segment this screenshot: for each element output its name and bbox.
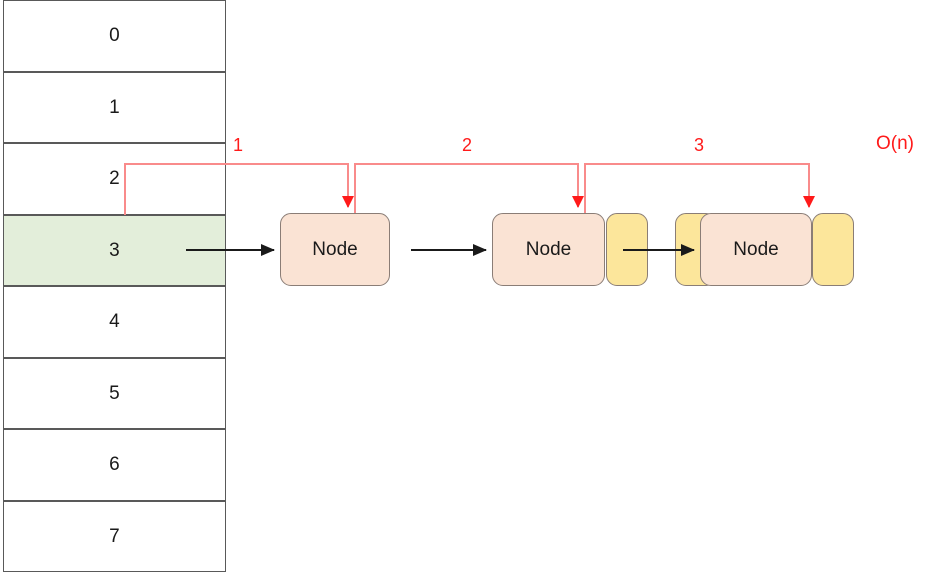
node-box-1[interactable]: Node <box>280 213 390 286</box>
bucket-index-label: 3 <box>109 241 120 260</box>
red-path-step-2 <box>355 164 578 213</box>
step-label-2: 2 <box>462 136 472 154</box>
list-node-group-3: Node <box>700 213 850 286</box>
bucket-index-label: 2 <box>109 169 120 188</box>
array-bucket-table: 0 1 2 3 4 5 6 7 <box>3 0 226 571</box>
bucket-index-label: 4 <box>109 312 120 331</box>
node-pointer-box-3[interactable] <box>812 213 854 286</box>
list-node-group-2: Node <box>492 213 645 286</box>
node-label: Node <box>526 240 571 259</box>
bucket-index-label: 1 <box>109 98 120 117</box>
bucket-index-label: 6 <box>109 455 120 474</box>
bucket-row-4[interactable]: 4 <box>3 286 226 358</box>
bucket-row-6[interactable]: 6 <box>3 429 226 501</box>
step-label-3: 3 <box>694 136 704 154</box>
bucket-row-0[interactable]: 0 <box>3 0 226 72</box>
node-label: Node <box>312 240 357 259</box>
node-box-3[interactable]: Node <box>700 213 812 286</box>
node-pointer-box-2[interactable] <box>606 213 648 286</box>
node-box-2[interactable]: Node <box>492 213 605 286</box>
step-label-1: 1 <box>233 136 243 154</box>
bucket-index-label: 0 <box>109 26 120 45</box>
bucket-row-3[interactable]: 3 <box>3 215 226 287</box>
bucket-index-label: 5 <box>109 384 120 403</box>
bucket-index-label: 7 <box>109 527 120 546</box>
bucket-row-7[interactable]: 7 <box>3 501 226 572</box>
list-node-group-1: Node <box>280 213 437 286</box>
red-path-step-3 <box>585 164 809 213</box>
bucket-row-2[interactable]: 2 <box>3 143 226 215</box>
bucket-row-5[interactable]: 5 <box>3 358 226 430</box>
bucket-row-1[interactable]: 1 <box>3 72 226 144</box>
complexity-label: O(n) <box>876 134 914 153</box>
node-label: Node <box>733 240 778 259</box>
